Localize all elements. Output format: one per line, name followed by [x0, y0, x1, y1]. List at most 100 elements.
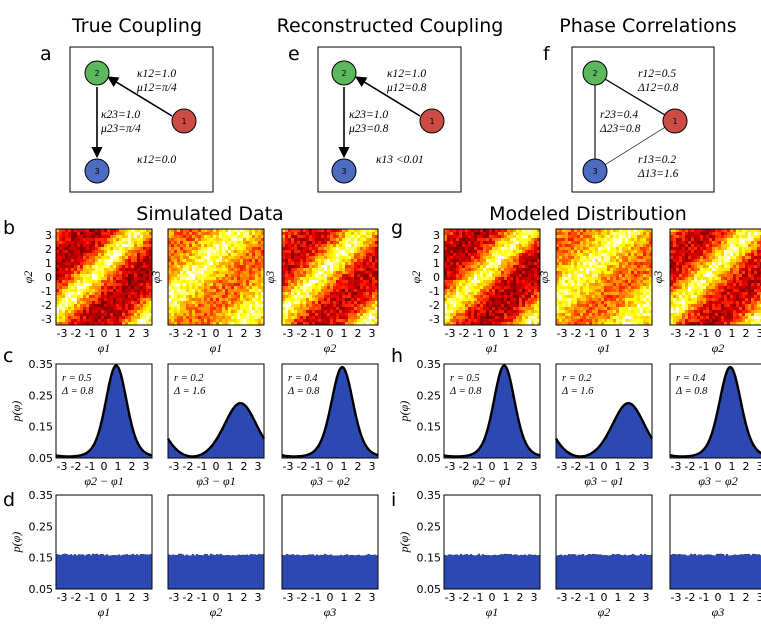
heatmap-cell [71, 313, 75, 317]
heatmap-cell [125, 322, 129, 326]
heatmap-cell [559, 310, 563, 314]
heatmap-cell [252, 319, 256, 323]
heatmap-cell [345, 316, 349, 320]
heatmap-cell [174, 322, 178, 326]
heatmap-cell [201, 244, 205, 248]
heatmap-cell [531, 250, 535, 254]
heatmap-cell [137, 295, 141, 299]
heatmap-cell [450, 301, 454, 305]
heatmap-cell [607, 229, 611, 233]
heatmap-cell [607, 283, 611, 287]
heatmap-cell [619, 271, 623, 275]
heatmap-cell [231, 229, 235, 233]
heatmap-cell [225, 229, 229, 233]
heatmap-cell [453, 262, 457, 266]
heatmap-cell [330, 283, 334, 287]
heatmap-cell [255, 238, 259, 242]
heatmap-cell [219, 244, 223, 248]
heatmap-cell [65, 256, 69, 260]
heatmap-cell [366, 232, 370, 236]
heatmap-cell [291, 262, 295, 266]
heatmap-cell [98, 265, 102, 269]
heatmap-cell [285, 319, 289, 323]
heatmap-cell [354, 322, 358, 326]
heatmap-cell [483, 250, 487, 254]
heatmap-cell [622, 313, 626, 317]
heatmap-cell [489, 304, 493, 308]
heatmap-cell [140, 286, 144, 290]
heatmap-cell [444, 295, 448, 299]
heatmap-cell [366, 265, 370, 269]
heatmap-cell [495, 307, 499, 311]
heatmap-cell [625, 259, 629, 263]
heatmap-cell [119, 232, 123, 236]
heatmap-cell [137, 250, 141, 254]
heatmap-cell [228, 241, 232, 245]
heatmap-cell [507, 310, 511, 314]
heatmap-cell [222, 241, 226, 245]
heatmap-cell [522, 319, 526, 323]
heatmap-cell [528, 322, 532, 326]
heatmap-cell [586, 238, 590, 242]
heatmap-cell [288, 241, 292, 245]
heatmap-cell [366, 244, 370, 248]
heatmap-cell [219, 301, 223, 305]
heatmap-cell [513, 292, 517, 296]
heatmap-cell [140, 244, 144, 248]
heatmap-cell [534, 304, 538, 308]
heatmap-cell [83, 316, 87, 320]
heatmap-cell [216, 307, 220, 311]
heatmap-cell [68, 238, 72, 242]
heatmap-cell [306, 295, 310, 299]
heatmap-cell [171, 229, 175, 233]
heatmap-cell [137, 268, 141, 272]
heatmap-cell [477, 256, 481, 260]
heatmap-cell [363, 316, 367, 320]
heatmap-cell [174, 286, 178, 290]
heatmap-cell [56, 322, 60, 326]
heatmap-cell [525, 241, 529, 245]
heatmap-cell [294, 319, 298, 323]
heatmap-cell [477, 310, 481, 314]
heatmap-cell [516, 289, 520, 293]
heatmap-cell [622, 301, 626, 305]
heatmap-cell [574, 277, 578, 281]
heatmap-cell [261, 289, 265, 293]
heatmap-cell [619, 292, 623, 296]
heatmap-cell [468, 265, 472, 269]
heatmap-cell [195, 235, 199, 239]
heatmap-cell [589, 322, 593, 326]
heatmap-cell [198, 295, 202, 299]
heatmap-cell [625, 283, 629, 287]
heatmap-cell [583, 259, 587, 263]
heatmap-cell [306, 298, 310, 302]
heatmap-cell [477, 286, 481, 290]
heatmap-cell [480, 256, 484, 260]
heatmap-cell [116, 229, 120, 233]
heatmap-cell [249, 304, 253, 308]
heatmap-cell [252, 304, 256, 308]
heatmap-cell [98, 286, 102, 290]
heatmap-cell [95, 235, 99, 239]
heatmap-x-tick: 2 [129, 327, 136, 340]
heatmap-cell [222, 298, 226, 302]
heatmap-cell [330, 319, 334, 323]
heatmap-cell [210, 280, 214, 284]
heatmap-cell [613, 262, 617, 266]
heatmap-cell [201, 253, 205, 257]
heatmap-cell [336, 292, 340, 296]
heatmap-cell [468, 277, 472, 281]
heatmap-cell [240, 259, 244, 263]
heatmap-cell [204, 229, 208, 233]
heatmap-cell [62, 253, 66, 257]
heatmap-cell [252, 235, 256, 239]
heatmap-cell [228, 277, 232, 281]
heatmap-cell [128, 235, 132, 239]
heatmap-cell [465, 310, 469, 314]
heatmap-frame [167, 228, 265, 326]
heatmap-cell [282, 262, 286, 266]
heatmap-x-tick: 1 [115, 327, 122, 340]
heatmap-y-tick: 2 [45, 243, 52, 256]
heatmap-cell [474, 241, 478, 245]
heatmap-cell [489, 253, 493, 257]
